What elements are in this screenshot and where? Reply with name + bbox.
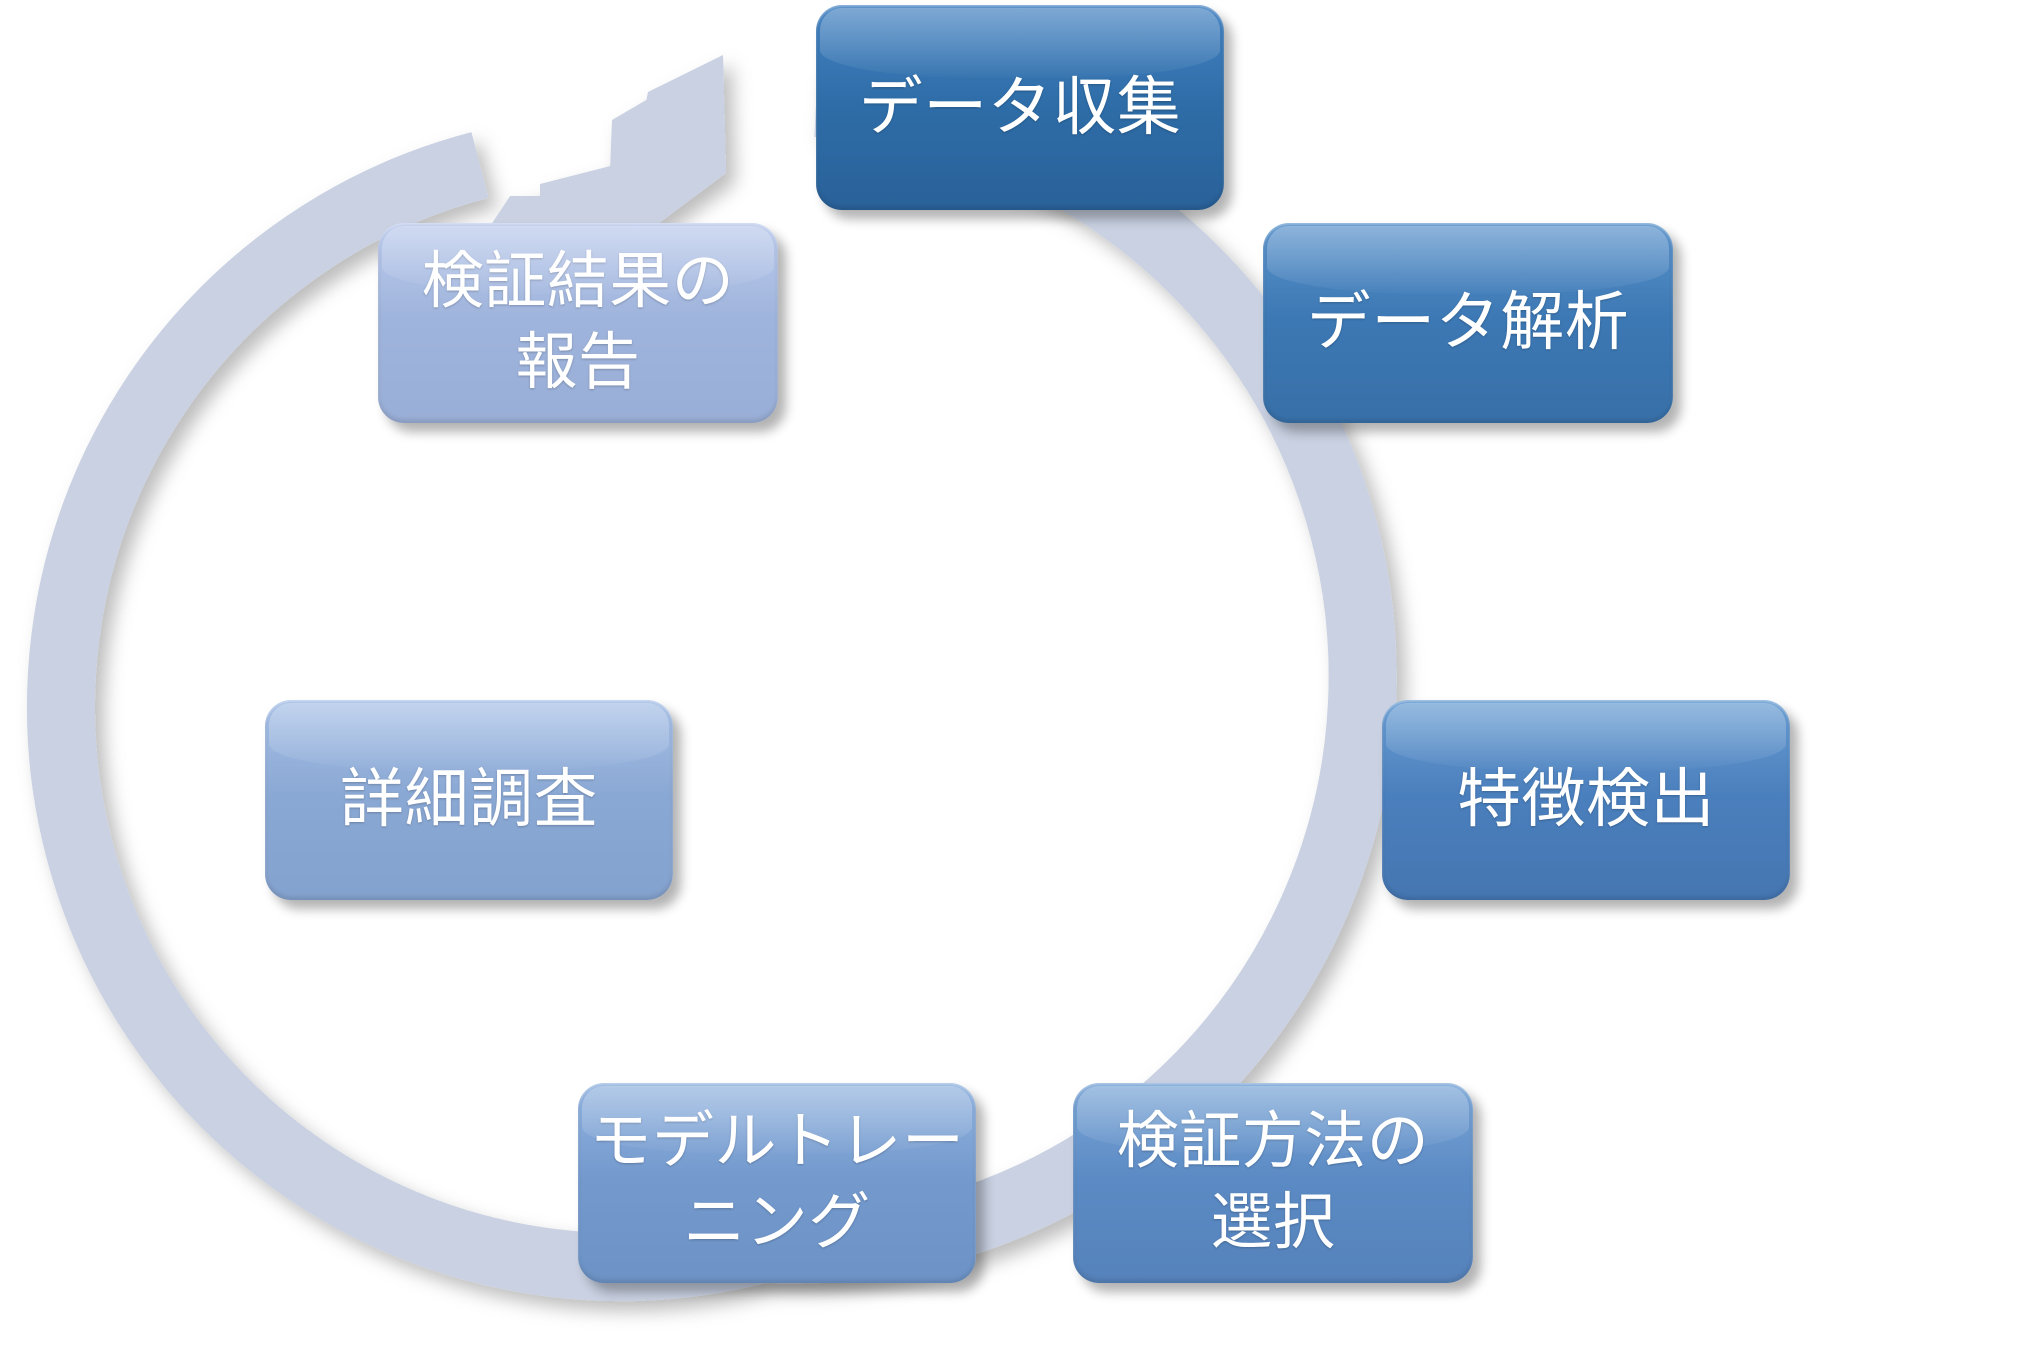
cycle-node-validation-method-selection[interactable]: 検証方法の 選択 (1073, 1083, 1473, 1283)
cycle-node-model-training[interactable]: モデルトレー ニング (578, 1083, 976, 1283)
cycle-node-data-collection[interactable]: データ収集 (816, 5, 1224, 210)
cycle-node-detailed-investigation[interactable]: 詳細調査 (265, 700, 673, 900)
cycle-node-validation-result-report[interactable]: 検証結果の 報告 (378, 223, 778, 423)
cycle-node-feature-detection[interactable]: 特徴検出 (1382, 700, 1790, 900)
cycle-node-data-analysis[interactable]: データ解析 (1263, 223, 1673, 423)
